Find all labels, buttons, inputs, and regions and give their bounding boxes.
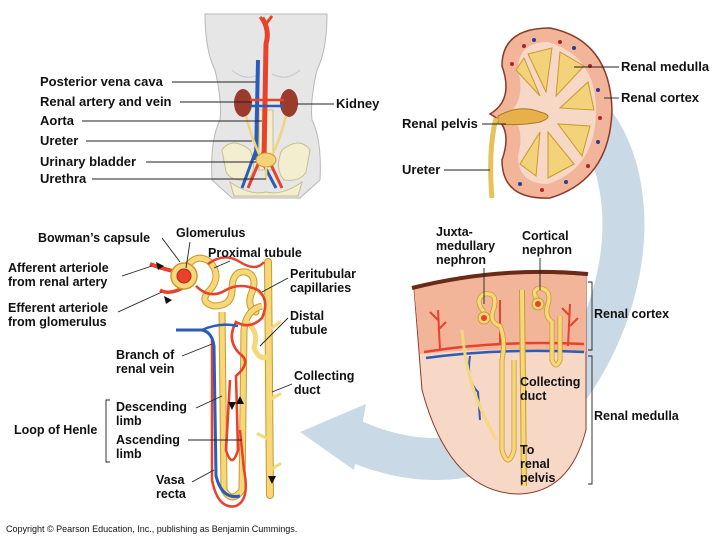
- leader-proximal-tubule: [213, 260, 231, 269]
- body-bladder: [255, 152, 277, 168]
- label-cortical-2: nephron: [522, 243, 572, 257]
- label-cortical-1: Cortical: [522, 229, 569, 243]
- label-collecting-section-2: duct: [520, 389, 547, 403]
- nephron-illustration: [149, 254, 282, 508]
- label-juxta-3: nephron: [436, 253, 486, 267]
- body-figure: [204, 13, 328, 199]
- nephron-peritubular-capillaries: [195, 284, 267, 462]
- label-distal-1: Distal: [290, 309, 324, 323]
- leader-loop-bracket: [105, 399, 110, 463]
- label-glomerulus: Glomerulus: [176, 226, 246, 240]
- leader-descending: [195, 395, 223, 409]
- label-peritubular-2: capillaries: [290, 281, 351, 295]
- nephron-glomerulus: [176, 268, 192, 284]
- label-kidney: Kidney: [336, 96, 380, 111]
- label-urinary-bladder: Urinary bladder: [40, 154, 136, 169]
- label-juxta-2: medullary: [436, 239, 495, 253]
- label-peritubular-1: Peritubular: [290, 267, 356, 281]
- label-renal-cortex-kidney: Renal cortex: [621, 90, 700, 105]
- label-proximal-tubule: Proximal tubule: [208, 246, 302, 260]
- label-collecting-section-1: Collecting: [520, 375, 580, 389]
- label-efferent-1: Efferent arteriole: [8, 301, 108, 315]
- label-descending-2: limb: [116, 414, 142, 428]
- copyright-notice: Copyright © Pearson Education, Inc., pub…: [6, 524, 297, 534]
- nephron-flow-arrows: [156, 262, 276, 484]
- leader-branch: [181, 343, 213, 357]
- label-branch-2: renal vein: [116, 362, 174, 376]
- label-branch-1: Branch of: [116, 348, 175, 362]
- label-posterior-vena-cava: Posterior vena cava: [40, 74, 164, 89]
- label-descending-1: Descending: [116, 400, 187, 414]
- label-urethra: Urethra: [40, 171, 87, 186]
- leader-peritubular: [261, 277, 289, 293]
- label-renal-medulla-kidney: Renal medulla: [621, 59, 710, 74]
- label-bowmans-capsule: Bowman’s capsule: [38, 231, 150, 245]
- nephron-distal-tubule: [242, 317, 270, 361]
- label-vasa-1: Vasa: [156, 473, 186, 487]
- leader-medulla-bracket: [588, 355, 593, 485]
- label-afferent-2: from renal artery: [8, 275, 107, 289]
- label-ascending-1: Ascending: [116, 433, 180, 447]
- leader-efferent: [117, 291, 163, 313]
- leader-afferent: [121, 265, 153, 277]
- label-to-1: To: [520, 443, 535, 457]
- label-to-3: pelvis: [520, 471, 555, 485]
- kidney-section: [488, 27, 613, 199]
- label-distal-2: tubule: [290, 323, 328, 337]
- label-to-2: renal: [520, 457, 550, 471]
- body-kidney-right: [280, 89, 298, 117]
- label-aorta: Aorta: [40, 113, 75, 128]
- nephron-renal-vein-branch: [176, 328, 241, 499]
- kidney-vessel-dots: [510, 38, 602, 192]
- label-efferent-2: from glomerulus: [8, 315, 107, 329]
- leader-collecting: [271, 383, 293, 393]
- label-vasa-2: recta: [156, 487, 187, 501]
- nephron-vasa-recta: [210, 340, 247, 508]
- label-ureter-body: Ureter: [40, 133, 78, 148]
- body-kidney-left: [234, 89, 252, 117]
- label-ureter-kidney: Ureter: [402, 162, 440, 177]
- label-afferent-1: Afferent arteriole: [8, 261, 109, 275]
- leader-cortex-bracket: [588, 281, 593, 351]
- label-collecting-2: duct: [294, 383, 321, 397]
- leader-bowmans-capsule: [161, 237, 181, 263]
- label-renal-pelvis: Renal pelvis: [402, 116, 478, 131]
- leader-glomerulus: [185, 241, 191, 269]
- leader-vasa: [191, 469, 215, 483]
- label-collecting-1: Collecting: [294, 369, 354, 383]
- label-ascending-2: limb: [116, 447, 142, 461]
- renal-section-wedge: [411, 269, 589, 495]
- label-renal-artery-vein: Renal artery and vein: [40, 94, 172, 109]
- label-renal-cortex-section: Renal cortex: [594, 307, 669, 321]
- label-renal-medulla-section: Renal medulla: [594, 409, 680, 423]
- label-juxta-1: Juxta-: [436, 225, 473, 239]
- leader-distal: [259, 317, 289, 347]
- label-loop-of-henle: Loop of Henle: [14, 423, 97, 437]
